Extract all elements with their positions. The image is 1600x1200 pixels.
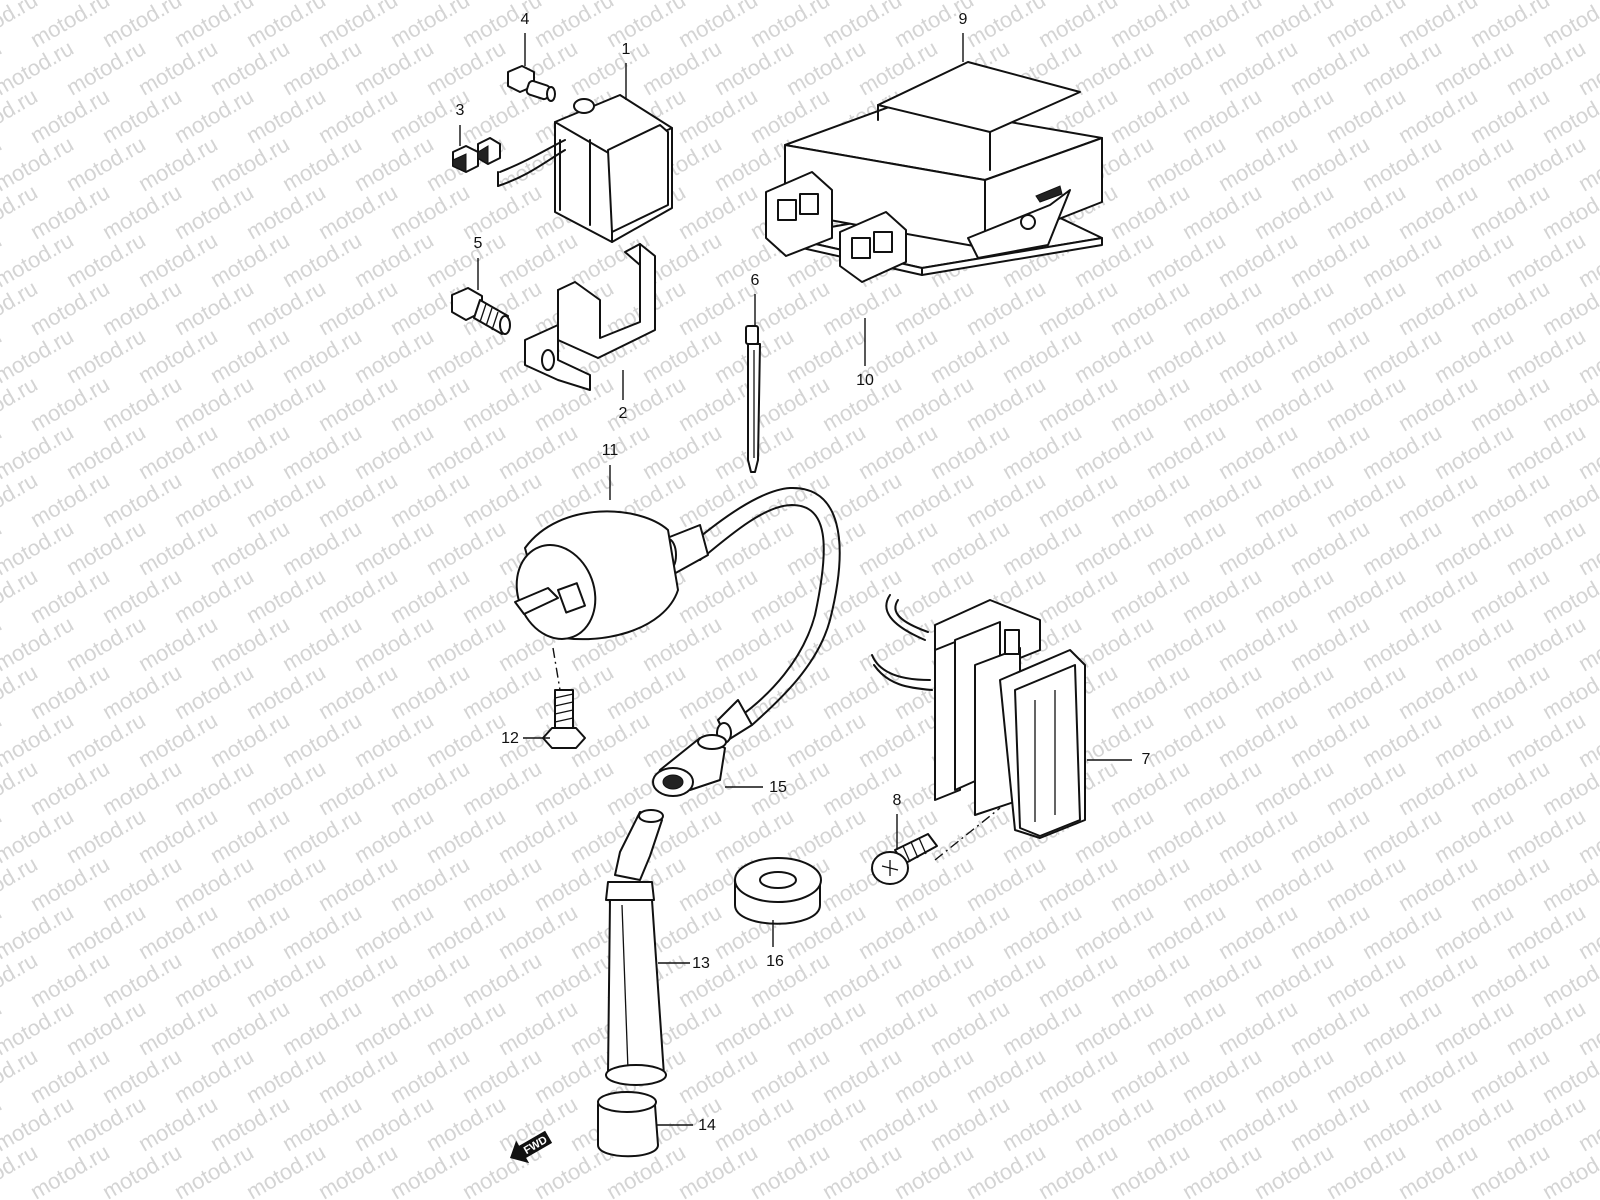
callout-9: 9 <box>959 11 968 28</box>
callout-8: 8 <box>893 792 902 809</box>
callout-7: 7 <box>1142 751 1151 768</box>
callout-11: 11 <box>602 442 619 459</box>
callout-1: 1 <box>622 41 631 58</box>
bolt-12 <box>542 689 586 749</box>
ignition-coil-11 <box>514 486 841 744</box>
callout-3: 3 <box>456 102 465 119</box>
cable-tie-6 <box>745 325 761 473</box>
cap-14 <box>597 1091 659 1158</box>
callout-4: 4 <box>521 11 530 28</box>
grommet-16 <box>734 857 822 925</box>
bolt-5 <box>451 287 511 335</box>
watermark-text: motod.ru <box>1574 0 1600 4</box>
screw-8 <box>871 833 938 885</box>
callout-2: 2 <box>619 405 628 422</box>
callout-12: 12 <box>501 730 519 747</box>
callout-16: 16 <box>766 953 784 970</box>
callout-15: 15 <box>769 779 787 796</box>
ecu-unit <box>765 61 1103 283</box>
boot-15 <box>652 734 727 797</box>
relay-unit <box>497 94 673 243</box>
regulator-7 <box>871 594 1086 861</box>
bracket-2 <box>524 243 656 391</box>
bolt-4 <box>507 65 556 102</box>
callout-13: 13 <box>692 955 710 972</box>
callout-10: 10 <box>856 372 874 389</box>
fuse-clips-3 <box>452 137 501 173</box>
leader-lines <box>459 33 1132 1126</box>
callouts: 4 1 3 5 2 6 9 10 11 12 7 8 15 13 14 16 <box>456 11 1151 1134</box>
callout-6: 6 <box>751 272 760 289</box>
plug-cap-13 <box>605 809 667 1086</box>
callout-5: 5 <box>474 235 483 252</box>
callout-14: 14 <box>698 1117 716 1134</box>
